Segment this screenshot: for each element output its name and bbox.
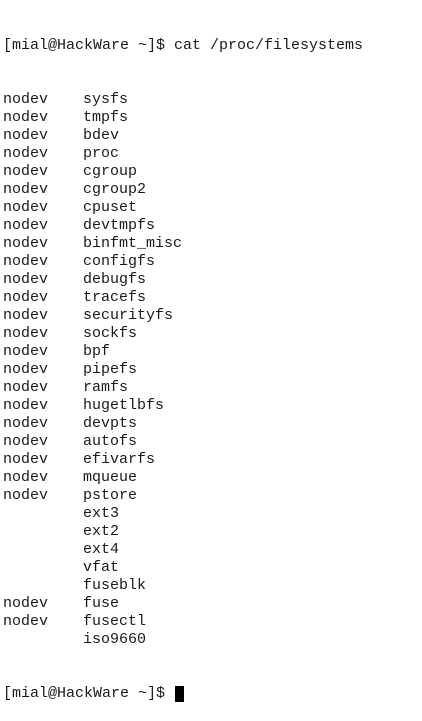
output-row: nodev debugfs	[3, 271, 422, 289]
fs-name: bdev	[83, 127, 120, 144]
fs-flag: nodev	[3, 217, 49, 234]
fs-flag: nodev	[3, 271, 49, 288]
fs-flag: nodev	[3, 307, 49, 324]
output-row: nodev bdev	[3, 127, 422, 145]
output-row: nodev devpts	[3, 415, 422, 433]
output-row: nodev proc	[3, 145, 422, 163]
fs-flag: nodev	[3, 199, 49, 216]
fs-name: proc	[83, 145, 120, 162]
output-row: iso9660	[3, 631, 422, 649]
fs-name: ext3	[83, 505, 120, 522]
shell-prompt: [mial@HackWare ~]$	[3, 37, 175, 54]
fs-flag: nodev	[3, 613, 49, 630]
output-row: nodev configfs	[3, 253, 422, 271]
fs-flag: nodev	[3, 289, 49, 306]
command-line: [mial@HackWare ~]$ cat /proc/filesystems	[3, 37, 422, 55]
fs-flag: nodev	[3, 109, 49, 126]
fs-name: securityfs	[83, 307, 174, 324]
output-row: nodev hugetlbfs	[3, 397, 422, 415]
fs-name: efivarfs	[83, 451, 156, 468]
fs-flag: nodev	[3, 361, 49, 378]
fs-name: pstore	[83, 487, 138, 504]
output-row: nodev cgroup	[3, 163, 422, 181]
output-row: vfat	[3, 559, 422, 577]
fs-flag: nodev	[3, 415, 49, 432]
output-row: nodev binfmt_misc	[3, 235, 422, 253]
output-row: nodev fusectl	[3, 613, 422, 631]
fs-name: cgroup2	[83, 181, 147, 198]
fs-name: devpts	[83, 415, 138, 432]
output-row: nodev fuse	[3, 595, 422, 613]
fs-flag: nodev	[3, 163, 49, 180]
fs-name: tmpfs	[83, 109, 129, 126]
fs-name: bpf	[83, 343, 111, 360]
fs-name: devtmpfs	[83, 217, 156, 234]
fs-name: sockfs	[83, 325, 138, 342]
terminal-window[interactable]: [mial@HackWare ~]$ cat /proc/filesystems…	[0, 0, 422, 702]
fs-name: iso9660	[83, 631, 147, 648]
fs-flag: nodev	[3, 595, 49, 612]
output-row: nodev bpf	[3, 343, 422, 361]
fs-name: cgroup	[83, 163, 138, 180]
fs-name: cpuset	[83, 199, 138, 216]
output-row: nodev autofs	[3, 433, 422, 451]
fs-name: fuse	[83, 595, 120, 612]
output-row: nodev sockfs	[3, 325, 422, 343]
fs-name: autofs	[83, 433, 138, 450]
text-cursor	[175, 686, 185, 702]
output-row: nodev tracefs	[3, 289, 422, 307]
fs-name: hugetlbfs	[83, 397, 165, 414]
output-row: nodev securityfs	[3, 307, 422, 325]
output-row: nodev pstore	[3, 487, 422, 505]
output-row: ext3	[3, 505, 422, 523]
output-row: ext2	[3, 523, 422, 541]
fs-name: debugfs	[83, 271, 147, 288]
output-row: fuseblk	[3, 577, 422, 595]
fs-name: ext2	[83, 523, 120, 540]
output-row: nodev sysfs	[3, 91, 422, 109]
fs-name: configfs	[83, 253, 156, 270]
fs-flag: nodev	[3, 91, 49, 108]
output-row: nodev cgroup2	[3, 181, 422, 199]
output-row: nodev devtmpfs	[3, 217, 422, 235]
output-row: nodev tmpfs	[3, 109, 422, 127]
output-row: nodev mqueue	[3, 469, 422, 487]
fs-flag: nodev	[3, 145, 49, 162]
fs-flag: nodev	[3, 127, 49, 144]
fs-name: tracefs	[83, 289, 147, 306]
fs-flag: nodev	[3, 343, 49, 360]
fs-name: fusectl	[83, 613, 147, 630]
fs-flag: nodev	[3, 487, 49, 504]
shell-prompt: [mial@HackWare ~]$	[3, 685, 175, 702]
active-prompt-line[interactable]: [mial@HackWare ~]$	[3, 685, 422, 703]
fs-name: binfmt_misc	[83, 235, 183, 252]
fs-name: pipefs	[83, 361, 138, 378]
fs-flag: nodev	[3, 397, 49, 414]
fs-name: vfat	[83, 559, 120, 576]
fs-flag: nodev	[3, 325, 49, 342]
fs-flag: nodev	[3, 451, 49, 468]
fs-name: sysfs	[83, 91, 129, 108]
command-text: cat /proc/filesystems	[174, 37, 364, 54]
output-row: nodev ramfs	[3, 379, 422, 397]
fs-flag: nodev	[3, 235, 49, 252]
fs-name: ramfs	[83, 379, 129, 396]
fs-name: mqueue	[83, 469, 138, 486]
output-row: nodev efivarfs	[3, 451, 422, 469]
fs-flag: nodev	[3, 181, 49, 198]
fs-flag: nodev	[3, 469, 49, 486]
fs-flag: nodev	[3, 253, 49, 270]
output-row: ext4	[3, 541, 422, 559]
fs-name: fuseblk	[83, 577, 147, 594]
fs-flag: nodev	[3, 433, 49, 450]
fs-name: ext4	[83, 541, 120, 558]
fs-flag: nodev	[3, 379, 49, 396]
output-row: nodev pipefs	[3, 361, 422, 379]
output-row: nodev cpuset	[3, 199, 422, 217]
